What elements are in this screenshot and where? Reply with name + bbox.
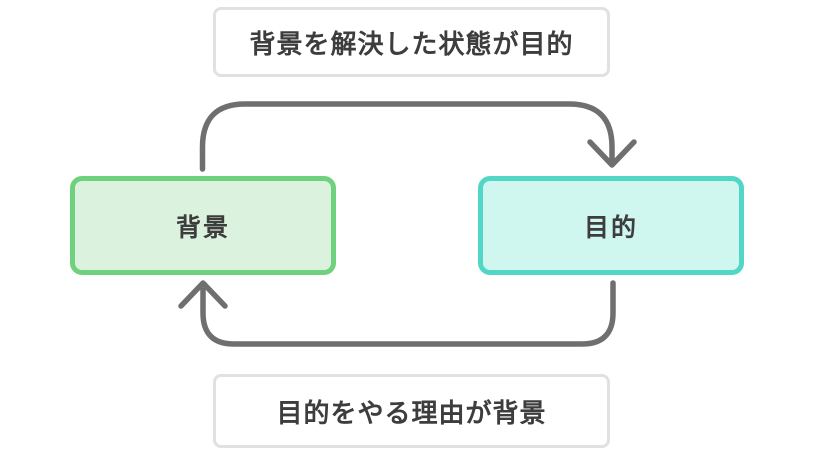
node-background-label: 背景	[175, 213, 230, 242]
node-purpose-label: 目的	[583, 213, 638, 242]
arrow-bottom-curve	[200, 280, 616, 347]
top-note-box: 背景を解決した状態が目的	[213, 7, 610, 77]
bottom-note-label: 目的をやる理由が背景	[276, 397, 547, 428]
arrow-background-to-purpose	[199, 101, 637, 172]
node-purpose: 目的	[478, 176, 744, 275]
arrow-top-curve	[199, 101, 615, 172]
node-background: 背景	[70, 176, 336, 275]
bottom-note-box: 目的をやる理由が背景	[213, 374, 610, 448]
arrow-purpose-to-background	[178, 280, 616, 347]
arrow-down-head-icon	[587, 139, 637, 168]
top-note-label: 背景を解決した状態が目的	[249, 28, 574, 59]
arrow-up-head-icon	[178, 280, 228, 309]
